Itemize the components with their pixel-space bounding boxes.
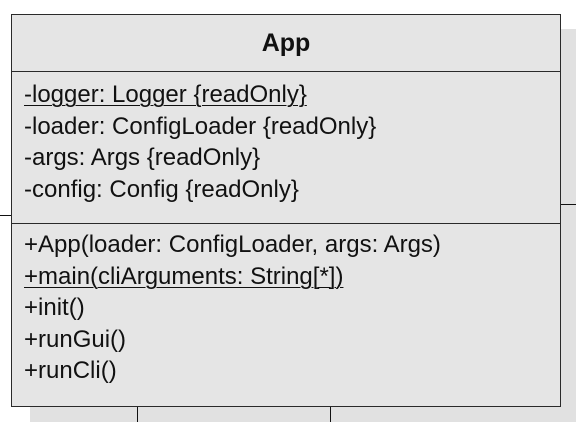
connector-line-bottom-left bbox=[137, 407, 138, 422]
attribute-row: -config: Config {readOnly} bbox=[24, 175, 299, 203]
operation-row: +runGui() bbox=[24, 325, 127, 353]
connector-line-left bbox=[0, 215, 11, 216]
attribute-row: -args: Args {readOnly} bbox=[24, 144, 261, 171]
operation-row: +runCli() bbox=[24, 357, 117, 384]
attributes-compartment: -logger: Logger {readOnly} -loader: Conf… bbox=[12, 72, 560, 224]
connector-line-right bbox=[561, 204, 576, 205]
class-name: App bbox=[12, 15, 560, 72]
attribute-row: -logger: Logger {readOnly} bbox=[24, 81, 307, 108]
uml-class-box[interactable]: App -logger: Logger {readOnly} -loader: … bbox=[11, 14, 561, 407]
operation-row: +App(loader: ConfigLoader, args: Args) bbox=[24, 231, 441, 258]
attribute-row: -loader: ConfigLoader {readOnly} bbox=[24, 112, 377, 140]
operations-compartment: +App(loader: ConfigLoader, args: Args) +… bbox=[12, 224, 560, 387]
operation-row: +init() bbox=[24, 294, 85, 321]
connector-line-bottom-right bbox=[330, 407, 331, 422]
operation-row: +main(cliArguments: String[*]) bbox=[24, 262, 344, 290]
